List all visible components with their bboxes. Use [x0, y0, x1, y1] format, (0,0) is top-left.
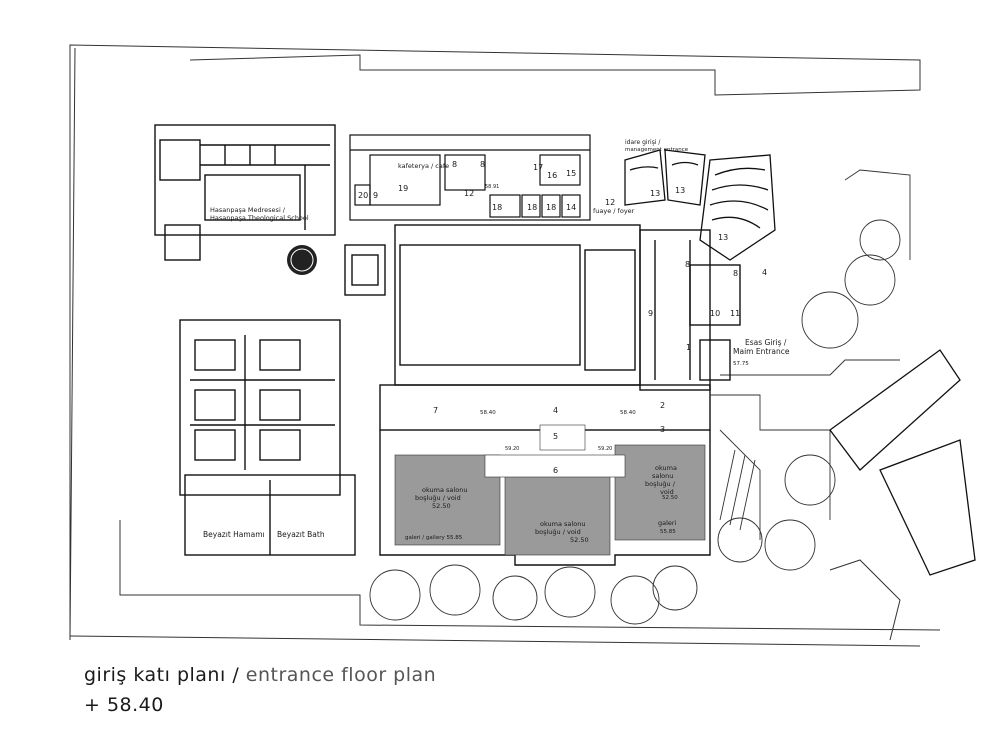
- label-foyer: fuaye / foyer: [593, 207, 635, 215]
- label-main-en: Maim Entrance: [733, 347, 790, 356]
- room-19: 19: [398, 184, 408, 193]
- room-8d: 8: [733, 269, 738, 278]
- plan-elevation: + 58.40: [84, 694, 164, 716]
- level-5840-a: 58.40: [480, 410, 496, 416]
- room-13b: 13: [675, 186, 685, 195]
- label-reading-mid-lvl: 52.50: [570, 536, 589, 544]
- label-reading-right-4: void: [660, 488, 674, 496]
- level-5920-b: 59.20: [598, 446, 612, 452]
- floor-plan-drawing: Hasanpaşa Medresesi / Hasanpaşa Theologi…: [69, 44, 976, 647]
- auditoriums: [624, 149, 776, 261]
- room-8b: 8: [480, 160, 485, 169]
- label-madrasa-en: Hasanpaşa Theological School: [210, 214, 309, 222]
- level-5920-a: 59.20: [505, 446, 519, 452]
- east-houses: [829, 349, 976, 576]
- room-11: 11: [730, 309, 740, 318]
- beyazit-bath: [179, 319, 356, 556]
- label-reading-right-lvl: 52.50: [662, 495, 678, 501]
- label-cafe: kafeterya / cafe: [398, 162, 449, 170]
- label-main-level: 57.75: [733, 361, 749, 367]
- room-3: 3: [660, 425, 665, 434]
- room-13a: 13: [650, 189, 660, 198]
- room-4: 4: [553, 406, 558, 415]
- room-18a: 18: [492, 203, 502, 212]
- room-16: 16: [547, 171, 557, 180]
- label-gallery-left: galeri / gallery 55.85: [405, 535, 463, 541]
- plan-title-tr: giriş katı planı: [84, 664, 226, 686]
- label-reading-right-1: okuma: [655, 464, 677, 472]
- label-bath-tr: Beyazıt Hamamı: [203, 530, 265, 539]
- label-madrasa-tr: Hasanpaşa Medresesi /: [210, 206, 286, 214]
- label-reading-left-2: boşluğu / void: [415, 494, 461, 502]
- label-reading-mid-2: boşluğu / void: [535, 528, 581, 536]
- label-reading-right-3: boşluğu /: [645, 480, 676, 488]
- room-numbers: 1 2 3 4 5 6 7 8 8 8 8 9 9 10 11 12 12 13…: [358, 160, 767, 475]
- label-bath-en: Beyazıt Bath: [277, 530, 325, 539]
- north-wing: [349, 134, 591, 221]
- plan-labels: Hasanpaşa Medresesi / Hasanpaşa Theologi…: [203, 139, 790, 544]
- label-main-tr: Esas Giriş /: [745, 338, 787, 347]
- hasanpasa-madrasa: [154, 124, 336, 261]
- room-5: 5: [553, 432, 558, 441]
- room-9: 9: [648, 309, 653, 318]
- room-8c: 8: [685, 260, 690, 269]
- plan-title-en: entrance floor plan: [245, 664, 437, 686]
- label-reading-left-1: okuma salonu: [422, 486, 467, 494]
- room-4b: 4: [762, 268, 767, 277]
- room-2: 2: [660, 401, 665, 410]
- level-5891: 58.91: [485, 184, 499, 190]
- label-reading-left-lvl: 52.50: [432, 502, 451, 510]
- room-7: 7: [433, 406, 438, 415]
- room-15: 15: [566, 169, 576, 178]
- plan-title: giriş katı planı / entrance floor plan: [84, 664, 436, 686]
- room-14: 14: [566, 203, 576, 212]
- room-10: 10: [710, 309, 720, 318]
- plan-title-separator: /: [232, 664, 240, 686]
- library-block: [379, 229, 741, 566]
- room-13c: 13: [718, 233, 728, 242]
- room-8a: 8: [452, 160, 457, 169]
- site-boundary: [69, 44, 941, 647]
- room-12a: 12: [464, 189, 474, 198]
- label-gallery-right-1: galeri: [658, 519, 677, 527]
- trees: [369, 169, 911, 625]
- east-stairs: [710, 394, 831, 540]
- room-9b: 9: [373, 191, 378, 200]
- label-reading-mid-1: okuma salonu: [540, 520, 585, 528]
- room-6: 6: [553, 466, 558, 475]
- room-18c: 18: [546, 203, 556, 212]
- label-mgmt-en: management entrance: [625, 147, 689, 153]
- label-reading-right-2: salonu: [652, 472, 673, 480]
- reading-voids: [394, 424, 706, 556]
- room-17: 17: [533, 163, 543, 172]
- level-5840-b: 58.40: [620, 410, 636, 416]
- room-18b: 18: [527, 203, 537, 212]
- label-gallery-right-2: 55.85: [660, 529, 676, 535]
- central-courtyard: [344, 224, 641, 386]
- room-1: 1: [686, 343, 691, 352]
- room-12b: 12: [605, 198, 615, 207]
- room-20: 20: [358, 191, 368, 200]
- label-mgmt-tr: idare girişi /: [625, 139, 661, 146]
